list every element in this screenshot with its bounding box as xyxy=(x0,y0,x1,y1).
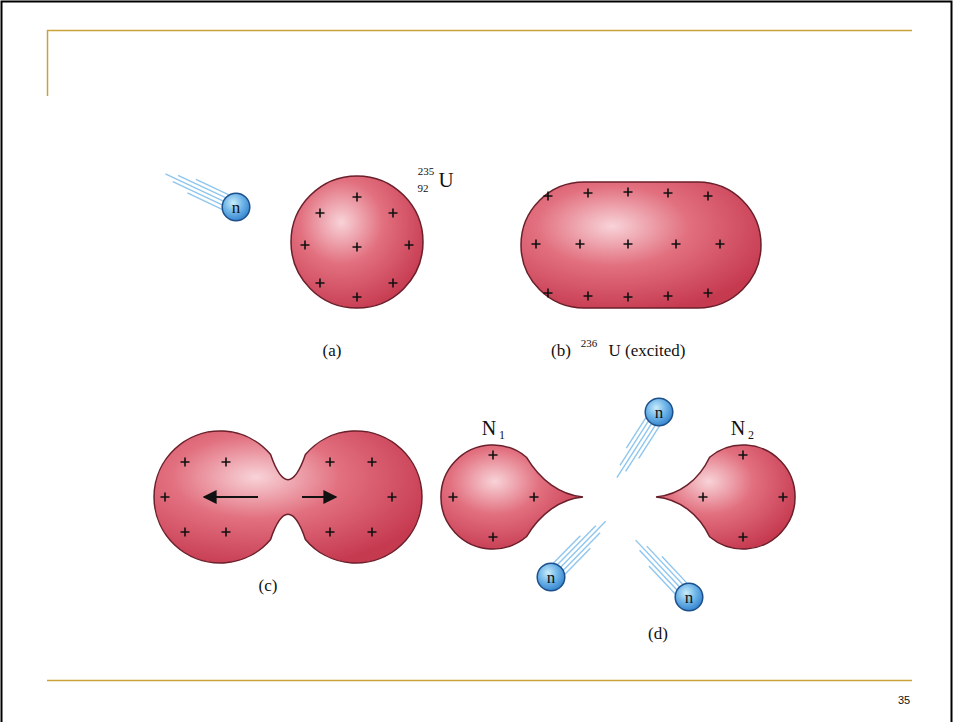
motion-streak xyxy=(554,521,606,574)
charge-plus xyxy=(544,289,553,298)
mass-number: 235 xyxy=(418,166,435,177)
excited-nucleus xyxy=(521,182,761,308)
neutron: n xyxy=(536,562,566,592)
charge-plus xyxy=(368,458,377,467)
fragment-index: 2 xyxy=(748,429,754,441)
separation-arrow xyxy=(302,496,336,498)
charge-plus xyxy=(624,240,633,249)
fragment-label: N xyxy=(731,418,745,438)
motion-streak xyxy=(617,415,657,477)
charge-plus xyxy=(664,189,673,198)
charge-plus xyxy=(405,241,414,250)
atomic-number: 92 xyxy=(418,183,429,194)
separation-arrow xyxy=(204,496,258,498)
charge-plus xyxy=(449,493,458,502)
fragment-index: 1 xyxy=(499,429,505,441)
charge-plus xyxy=(704,192,713,201)
charge-plus xyxy=(181,528,190,537)
charge-plus xyxy=(161,493,170,502)
charge-plus xyxy=(389,209,398,218)
charge-plus xyxy=(530,493,539,502)
charge-plus xyxy=(624,293,633,302)
charge-plus xyxy=(388,493,397,502)
charge-plus xyxy=(353,193,362,202)
charge-plus xyxy=(779,493,788,502)
charge-plus xyxy=(326,458,335,467)
charge-plus xyxy=(222,458,231,467)
neutron: n xyxy=(644,397,674,427)
panel-letter: (a) xyxy=(323,342,342,359)
mass-number: 236 xyxy=(581,338,598,349)
page-number: 35 xyxy=(898,695,910,706)
motion-streak xyxy=(165,174,232,206)
panel-letter: (c) xyxy=(259,577,278,594)
neutron-symbol: n xyxy=(674,582,704,612)
neutron-symbol: n xyxy=(221,192,251,222)
charge-plus xyxy=(301,241,310,250)
charge-plus xyxy=(326,528,335,537)
charge-plus xyxy=(368,528,377,537)
neutron-symbol: n xyxy=(536,562,566,592)
isotope-label: U (excited) xyxy=(609,342,686,359)
charge-plus xyxy=(544,192,553,201)
fragment-nucleus xyxy=(441,445,583,549)
neutron-symbol: n xyxy=(644,397,674,427)
charge-plus xyxy=(672,240,681,249)
charge-plus xyxy=(389,279,398,288)
gold-rule xyxy=(47,30,912,96)
charge-plus xyxy=(704,289,713,298)
charge-plus xyxy=(739,451,748,460)
charge-plus xyxy=(716,240,725,249)
neutron: n xyxy=(674,582,704,612)
charge-plus xyxy=(316,209,325,218)
panel-letter: (b) xyxy=(551,342,571,359)
charge-plus xyxy=(584,189,593,198)
uranium-nucleus xyxy=(291,176,423,308)
neutron: n xyxy=(221,192,251,222)
charge-plus xyxy=(664,292,673,301)
charge-plus xyxy=(316,279,325,288)
charge-plus xyxy=(532,240,541,249)
charge-plus xyxy=(739,533,748,542)
fragment-label: N xyxy=(482,418,496,438)
charge-symbols xyxy=(161,188,788,542)
charge-plus xyxy=(181,458,190,467)
charge-plus xyxy=(699,493,708,502)
charge-plus xyxy=(353,243,362,252)
fragment-nucleus xyxy=(656,445,795,549)
splitting-nucleus xyxy=(154,431,422,563)
charge-plus xyxy=(624,188,633,197)
charge-plus xyxy=(576,240,585,249)
panel-letter: (d) xyxy=(648,625,668,642)
charge-plus xyxy=(489,451,498,460)
gold-rule xyxy=(47,680,912,682)
charge-plus xyxy=(353,293,362,302)
charge-plus xyxy=(584,292,593,301)
charge-plus xyxy=(489,533,498,542)
charge-plus xyxy=(222,528,231,537)
element-symbol: U xyxy=(438,170,453,191)
motion-streak xyxy=(636,540,687,594)
